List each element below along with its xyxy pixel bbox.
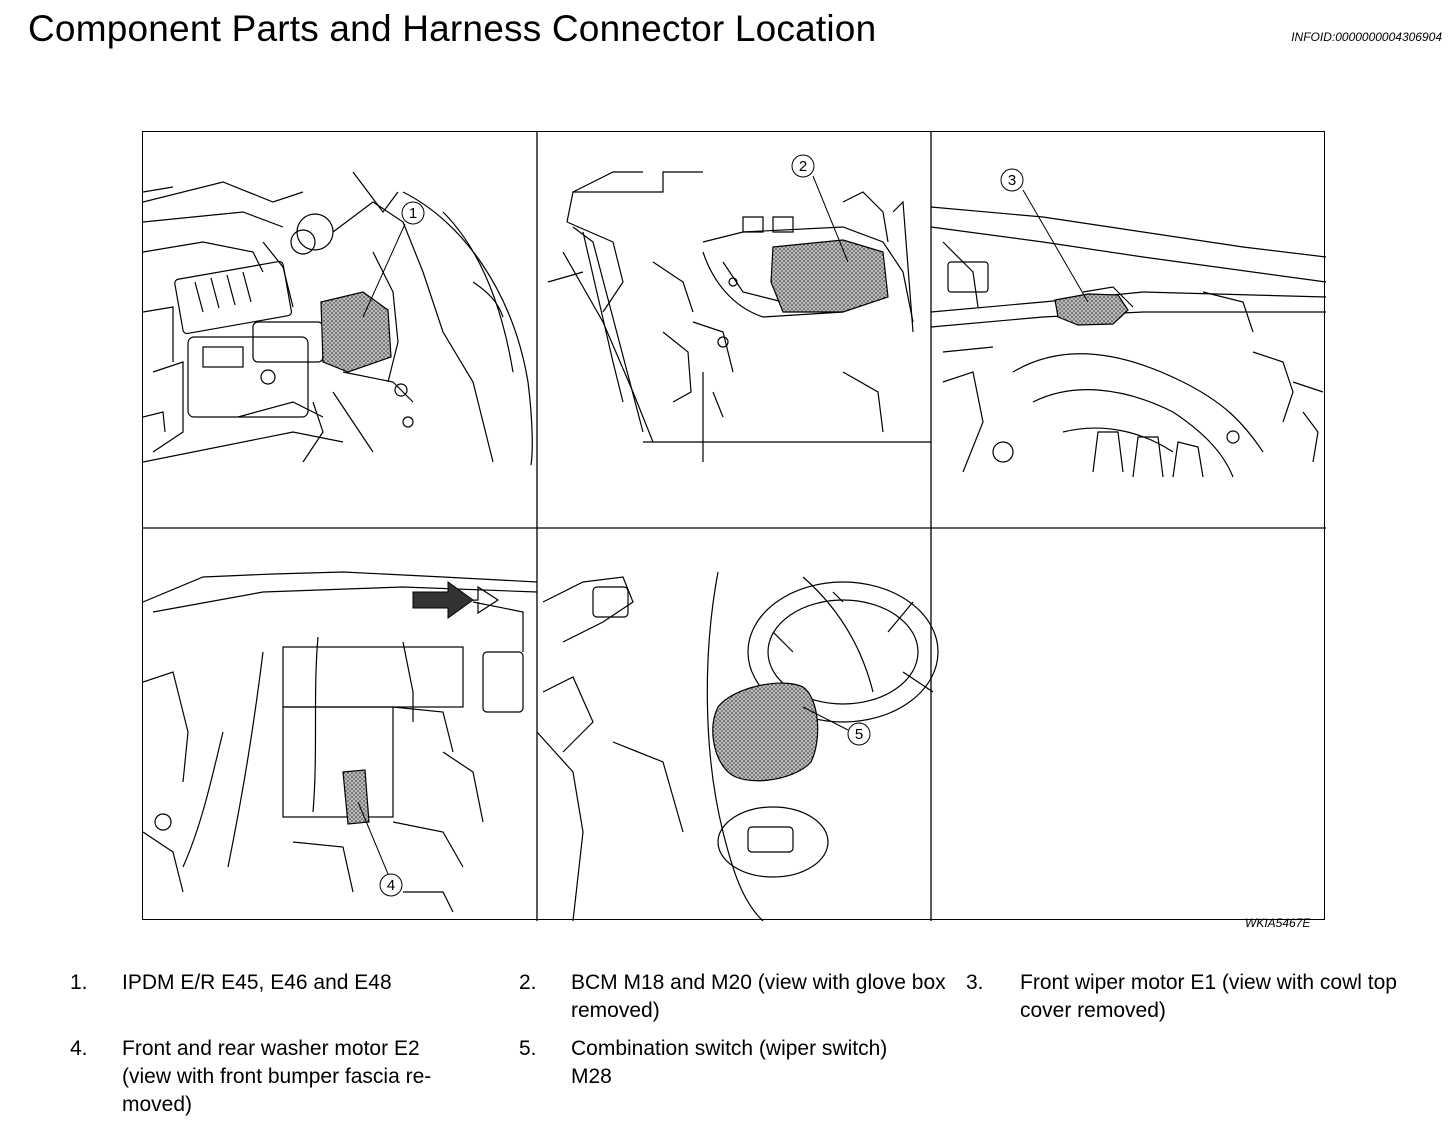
callout-3: 3 <box>1000 168 1024 192</box>
legend-number: 5. <box>519 1037 537 1060</box>
callout-1: 1 <box>401 201 425 225</box>
svg-text:1: 1 <box>409 205 417 222</box>
combination-switch <box>712 682 819 782</box>
front-wiper-motor <box>1054 293 1129 326</box>
callout-2: 2 <box>791 154 815 178</box>
legend-number: 4. <box>70 1037 88 1060</box>
panel-bcm-glove-box <box>547 171 931 462</box>
svg-text:3: 3 <box>1008 172 1016 189</box>
panel-washer-motor <box>143 571 538 913</box>
legend-text: Front and rear washer motor E2 (view wit… <box>122 1037 432 1116</box>
legend-text: BCM M18 and M20 (view with glove box rem… <box>571 971 946 1022</box>
bcm-unit <box>770 239 889 313</box>
info-id: INFOID:0000000004306904 <box>1291 30 1442 44</box>
legend-number: 3. <box>966 971 984 994</box>
legend-text: Front wiper motor E1 (view with cowl top… <box>1020 971 1397 1022</box>
page-title: Component Parts and Harness Connector Lo… <box>28 8 877 49</box>
callout-5: 5 <box>847 722 871 746</box>
legend-text: Combination switch (wiper switch) M28 <box>571 1037 888 1088</box>
callout-4: 4 <box>379 873 403 897</box>
ipdm-unit <box>320 291 392 373</box>
figure-illustration: 1 <box>143 132 1326 921</box>
washer-motor <box>342 769 370 825</box>
legend-text: IPDM E/R E45, E46 and E48 <box>122 971 392 994</box>
legend-number: 1. <box>70 971 88 994</box>
component-location-figure: 1 <box>142 131 1326 921</box>
svg-text:4: 4 <box>387 877 395 894</box>
svg-text:2: 2 <box>799 158 807 175</box>
svg-text:5: 5 <box>855 726 863 743</box>
panel-front-wiper-cowl <box>930 206 1326 478</box>
washer-motor-arrow <box>412 581 474 619</box>
legend-number: 2. <box>519 971 537 994</box>
figure-code: WKIA5467E <box>1245 916 1311 930</box>
panel-combination-switch <box>536 571 939 921</box>
panel-grid <box>143 132 1326 921</box>
